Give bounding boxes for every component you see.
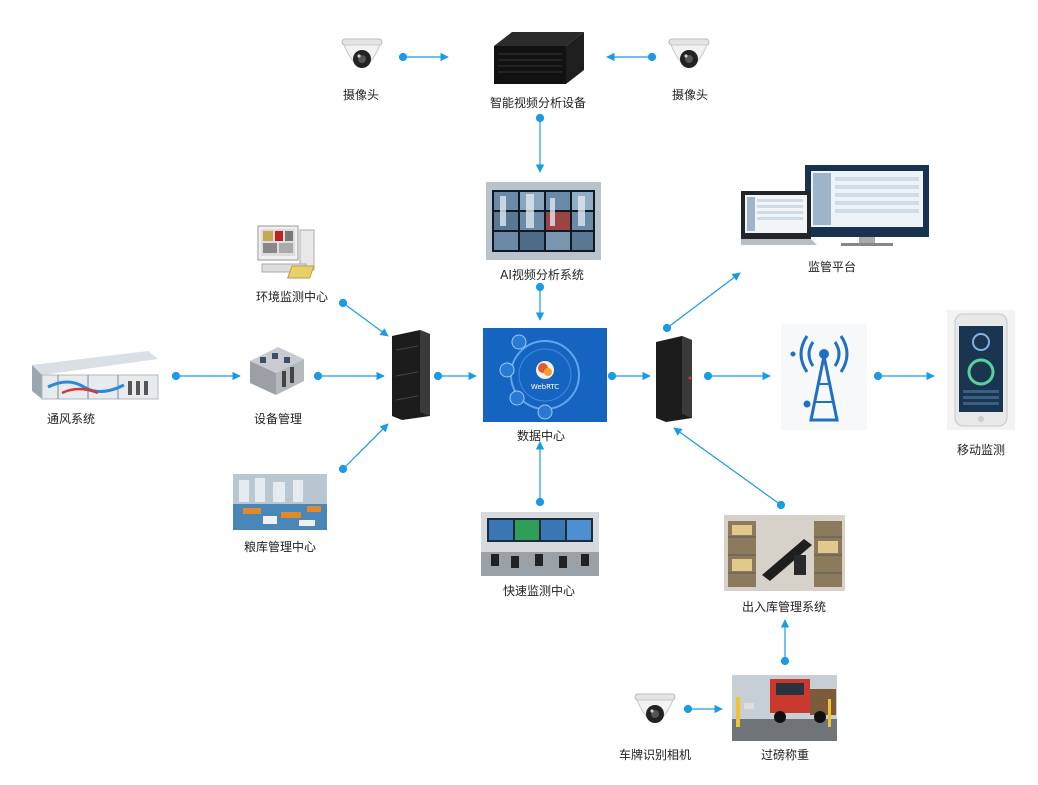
plate-camera-label: 车牌识别相机 [618,748,692,762]
dome-camera-icon [668,38,710,68]
signal-tower-icon [781,324,867,430]
server-cabinet-left [392,330,430,420]
env-monitor-label: 环境监测中心 [255,290,329,304]
equipment-node [246,343,308,397]
arrow-env-to-cabinet [342,302,389,337]
platform-label: 监管平台 [807,260,857,274]
grain-depot-label: 粮库管理中心 [243,540,317,554]
camera-left-node [337,35,387,83]
server-cabinet-icon [656,336,692,422]
signal-tower-node [781,324,867,430]
plate-camera-node [630,690,680,738]
mobile-node [947,310,1015,430]
control-room-icon [481,512,599,576]
smartphone-icon [947,310,1015,430]
video-wall-icon [486,182,601,260]
camera-right-label: 摄像头 [671,88,709,102]
env-monitor-node [250,222,335,284]
video-analysis-device-node [488,28,588,90]
camera-left-label: 摄像头 [342,88,380,102]
fast-monitor-label: 快速监测中心 [502,584,576,598]
equipment-room-icon [250,347,304,395]
server-box-icon [494,32,584,84]
dome-camera-icon [634,693,676,723]
warehouse-3d-icon [233,474,327,530]
inout-label: 出入库管理系统 [741,600,827,614]
computer-workstation-icon [257,225,315,279]
arrow-cabinet2-to-platform [666,272,741,329]
camera-right-node [664,35,714,83]
weighing-node [732,675,837,741]
data-center-node: WebRTC [483,328,607,422]
ventilation-label: 通风系统 [46,412,96,426]
monitor-laptop-icon [737,165,929,246]
equipment-label: 设备管理 [253,412,303,426]
webrtc-logo-text: WebRTC [530,383,560,391]
video-analysis-device-label: 智能视频分析设备 [489,96,587,110]
ventilation-building-icon [32,351,159,400]
dome-camera-icon [341,38,383,68]
data-center-screen-icon [483,328,607,422]
arrow-inout-to-cabinet2 [673,427,782,506]
fast-monitor-node [481,512,599,576]
warehouse-scanner-icon [724,515,845,591]
ai-video-wall-node [486,182,601,260]
platform-node [737,165,929,247]
data-center-label: 数据中心 [516,429,566,443]
server-cabinet-icon [392,330,430,420]
server-cabinet-right [656,336,692,422]
ventilation-node [28,347,162,403]
ai-system-label: AI视频分析系统 [500,268,584,282]
truck-scale-icon [732,675,837,741]
inout-node [724,515,845,591]
weighing-label: 过磅称重 [760,748,810,762]
grain-depot-node [233,474,327,530]
arrow-grain-to-cabinet [342,423,389,470]
mobile-label: 移动监测 [956,443,1006,457]
